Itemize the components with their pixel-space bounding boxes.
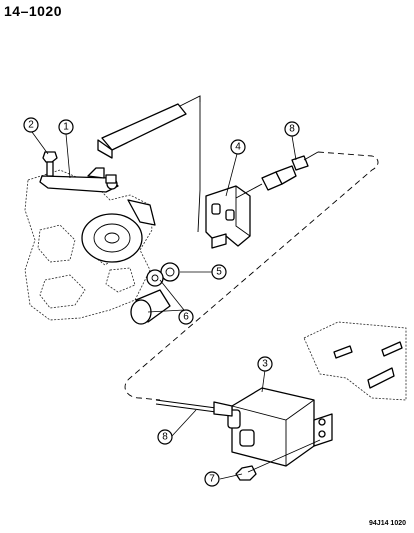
callout-7-label: 7 [209,474,215,485]
throttle-body [81,199,156,263]
mounting-panel [303,321,407,401]
callout-7: 7 [204,471,220,487]
cylinder [130,289,171,325]
callout-1-label: 1 [63,122,69,133]
washer [146,269,164,287]
callout-8-lower-label: 8 [162,432,168,443]
retaining-clip [160,262,180,282]
callout-6-label: 6 [183,312,189,323]
callout-1: 1 [58,119,74,135]
accelerator-cable [197,96,201,233]
speed-control-cable-upper [235,151,319,199]
servo-bracket [205,185,251,249]
callout-8-upper: 8 [284,121,300,137]
callout-5: 5 [211,264,227,280]
callout-6: 6 [178,309,194,325]
callout-2: 2 [23,117,39,133]
accelerator-cable-arm [97,95,201,159]
page-number: 14–1020 [4,3,63,19]
figure-code: 94J14 1020 [369,520,406,527]
nut [235,465,257,481]
callout-3: 3 [257,356,273,372]
speed-control-servo [227,387,333,467]
callout-8-upper-label: 8 [289,124,295,135]
callout-2-label: 2 [28,120,34,131]
callout-4: 4 [230,139,246,155]
cable-route [124,151,379,401]
throttle-lever [39,167,119,193]
bolt [42,151,58,177]
callout-5-label: 5 [216,267,222,278]
callout-3-label: 3 [262,359,268,370]
callout-4-label: 4 [235,142,241,153]
callout-8-lower: 8 [157,429,173,445]
leader-lines [31,131,321,480]
speed-control-cable-lower [155,399,233,417]
